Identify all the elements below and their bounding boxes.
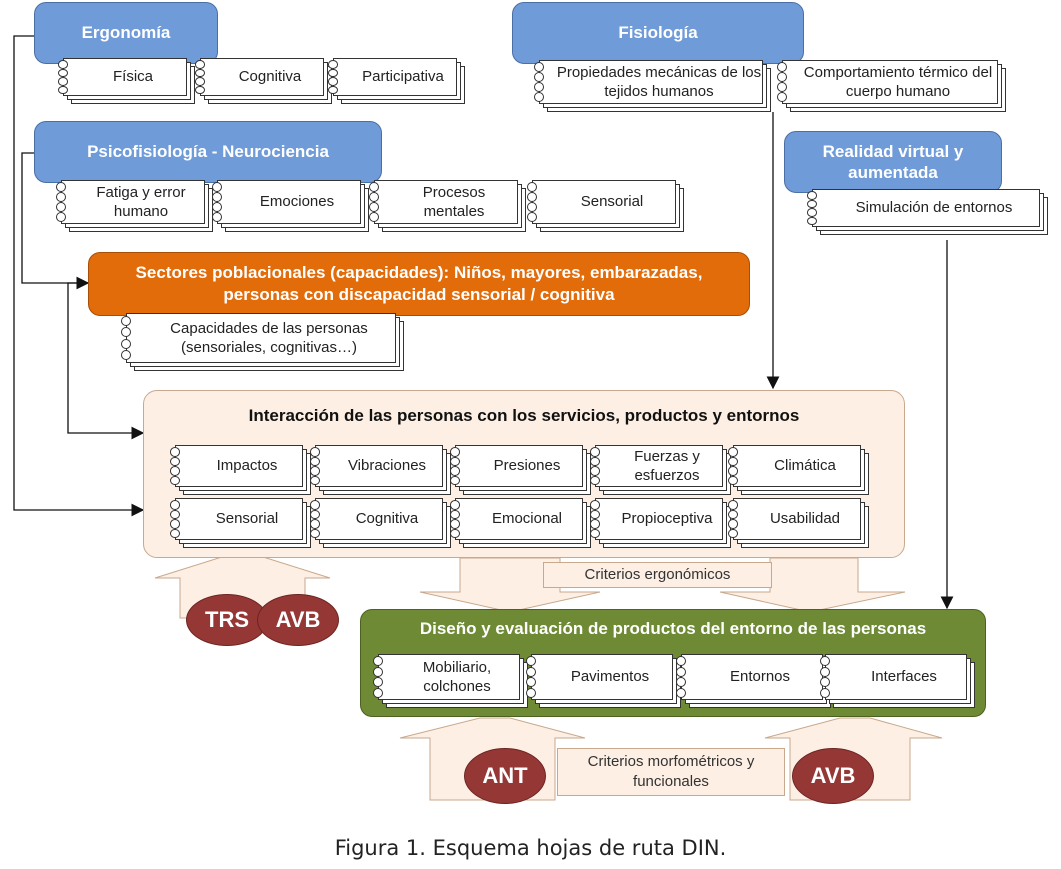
rings-icon — [526, 656, 538, 698]
card-label: Propiedades mecánicas de los tejidos hum… — [539, 60, 763, 104]
rings-icon — [310, 447, 322, 485]
badge-trs: TRS — [186, 594, 268, 646]
rings-icon — [728, 500, 740, 538]
card-label: Climática — [733, 445, 861, 487]
card-label: Vibraciones — [315, 445, 443, 487]
badge-avb-bottom: AVB — [792, 748, 874, 804]
card-interfaces: Interfaces — [820, 654, 975, 708]
rings-icon — [534, 62, 546, 102]
card-fuerzas: Fuerzas y esfuerzos — [590, 445, 731, 495]
rings-icon — [728, 447, 740, 485]
card-usabilidad: Usabilidad — [728, 498, 869, 548]
card-label: Sensorial — [532, 180, 676, 224]
card-label: Cognitiva — [200, 58, 324, 96]
sectores-header: Sectores poblacionales (capacidades): Ni… — [88, 252, 750, 316]
card-simulacion: Simulación de entornos — [807, 189, 1048, 235]
card-fatiga: Fatiga y error humano — [56, 180, 213, 232]
rings-icon — [170, 447, 182, 485]
card-cognitiva-int: Cognitiva — [310, 498, 451, 548]
rings-icon — [777, 62, 789, 102]
down-arrow-right — [719, 557, 906, 613]
sectores-title-line1: Sectores poblacionales (capacidades): Ni… — [135, 262, 703, 282]
card-label: Comportamiento térmico del cuerpo humano — [782, 60, 998, 104]
card-cognitiva: Cognitiva — [195, 58, 332, 104]
card-propioceptiva: Propioceptiva — [590, 498, 731, 548]
card-presiones: Presiones — [450, 445, 591, 495]
card-mobiliario: Mobiliario, colchones — [373, 654, 528, 708]
rings-icon — [450, 500, 462, 538]
card-label: Propioceptiva — [595, 498, 723, 540]
rings-icon — [369, 182, 381, 222]
interaccion-title: Interacción de las personas con los serv… — [248, 406, 800, 425]
rings-icon — [676, 656, 688, 698]
card-label: Impactos — [175, 445, 303, 487]
card-sensorial: Sensorial — [170, 498, 311, 548]
psicofisiologia-header: Psicofisiología - Neurociencia — [34, 121, 382, 183]
criterios-ergonomicos-label: Criterios ergonómicos — [543, 562, 772, 588]
rings-icon — [58, 60, 70, 94]
sectores-to-interaccion-line — [67, 282, 145, 440]
rings-icon — [590, 447, 602, 485]
rings-icon — [56, 182, 68, 222]
card-label: Fatiga y error humano — [61, 180, 205, 224]
sectores-title-line2: personas con discapacidad sensorial / co… — [223, 285, 615, 304]
card-sensorial-psico: Sensorial — [527, 180, 684, 232]
card-label: Interfaces — [825, 654, 967, 700]
card-label: Participativa — [333, 58, 457, 96]
rings-icon — [170, 500, 182, 538]
card-climatica: Climática — [728, 445, 869, 495]
card-label: Procesos mentales — [374, 180, 518, 224]
rings-icon — [328, 60, 340, 94]
card-procesos: Procesos mentales — [369, 180, 526, 232]
card-participativa: Participativa — [328, 58, 465, 104]
card-impactos: Impactos — [170, 445, 311, 495]
card-comportamiento: Comportamiento térmico del cuerpo humano — [777, 60, 1006, 112]
rings-icon — [820, 656, 832, 698]
card-label: Pavimentos — [531, 654, 673, 700]
badge-avb-top: AVB — [257, 594, 339, 646]
card-label: Fuerzas y esfuerzos — [595, 445, 723, 487]
figure-caption: Figura 1. Esquema hojas de ruta DIN. — [334, 836, 727, 860]
card-label: Emociones — [217, 180, 361, 224]
card-label: Usabilidad — [733, 498, 861, 540]
card-pavimentos: Pavimentos — [526, 654, 681, 708]
card-label: Sensorial — [175, 498, 303, 540]
psico-to-sectores-line — [21, 152, 90, 290]
card-capacidades: Capacidades de las personas (sensoriales… — [121, 313, 404, 371]
rings-icon — [121, 315, 133, 361]
card-label: Presiones — [455, 445, 583, 487]
card-label: Emocional — [455, 498, 583, 540]
rings-icon — [310, 500, 322, 538]
card-label: Física — [63, 58, 187, 96]
rings-icon — [373, 656, 385, 698]
rings-icon — [450, 447, 462, 485]
rings-icon — [195, 60, 207, 94]
card-propiedades: Propiedades mecánicas de los tejidos hum… — [534, 60, 771, 112]
diseno-title: Diseño y evaluación de productos del ent… — [419, 619, 927, 638]
ergonomia-to-interaccion-line — [13, 35, 145, 517]
card-emociones: Emociones — [212, 180, 369, 232]
ergonomia-header: Ergonomía — [34, 2, 218, 64]
fisiologia-header: Fisiología — [512, 2, 804, 64]
card-label: Cognitiva — [315, 498, 443, 540]
card-entornos: Entornos — [676, 654, 831, 708]
rings-icon — [590, 500, 602, 538]
badge-ant: ANT — [464, 748, 546, 804]
card-label: Mobiliario, colchones — [378, 654, 520, 700]
realidad-header: Realidad virtual y aumentada — [784, 131, 1002, 193]
card-label: Capacidades de las personas (sensoriales… — [126, 313, 396, 363]
criterios-morfometricos-label: Criterios morfométricos y funcionales — [557, 748, 785, 796]
card-label: Simulación de entornos — [812, 189, 1040, 227]
card-label: Entornos — [681, 654, 823, 700]
rings-icon — [807, 191, 819, 225]
card-fisica: Física — [58, 58, 195, 104]
card-emocional: Emocional — [450, 498, 591, 548]
rings-icon — [527, 182, 539, 222]
card-vibraciones: Vibraciones — [310, 445, 451, 495]
rings-icon — [212, 182, 224, 222]
